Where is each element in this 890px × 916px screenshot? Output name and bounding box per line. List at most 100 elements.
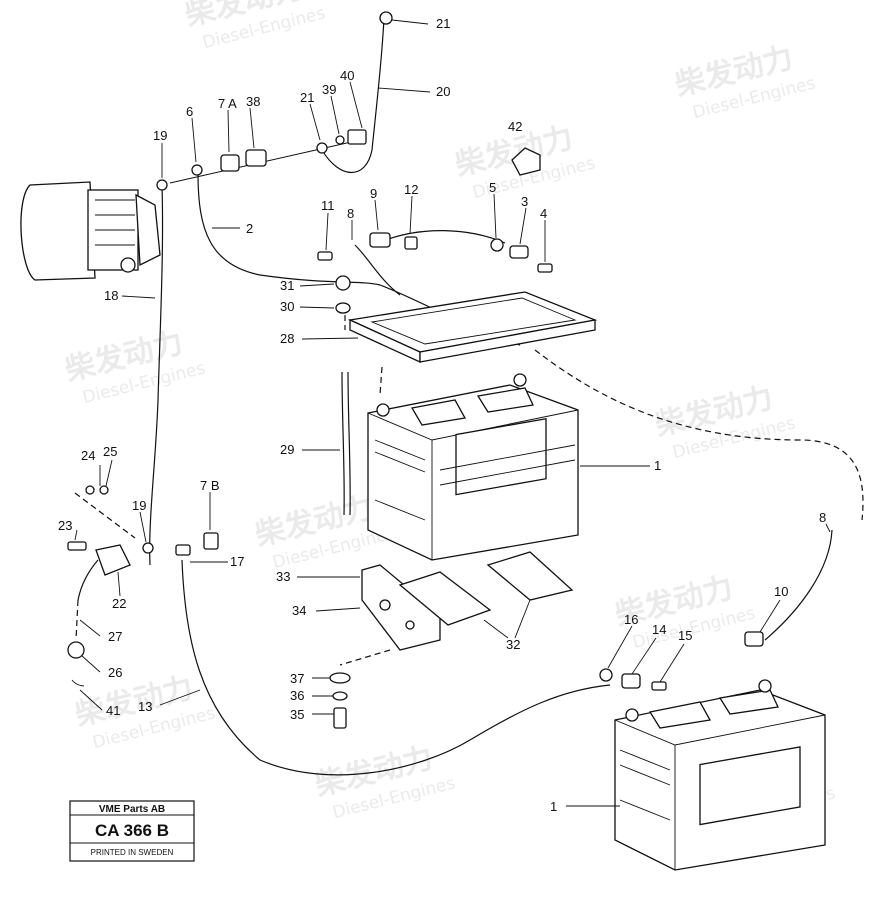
watermark: 柴发动力 Diesel-Engines [62, 325, 208, 408]
callout-1b: 1 [550, 799, 557, 814]
callout-4: 4 [540, 206, 547, 221]
callout-3: 3 [521, 194, 528, 209]
callout-23: 23 [58, 518, 72, 533]
clamp-10 [744, 631, 764, 647]
callout-22: 22 [112, 596, 126, 611]
callout-8: 8 [347, 206, 354, 221]
rod-29 [341, 366, 383, 516]
callout-20: 20 [436, 84, 450, 99]
clip-41 [71, 679, 85, 687]
cable-8 [354, 244, 401, 296]
callout-15: 15 [678, 628, 692, 643]
bolt-4 [537, 263, 553, 273]
callout-29: 29 [280, 442, 294, 457]
print-note: PRINTED IN SWEDEN [91, 848, 174, 857]
nut-25 [99, 485, 109, 495]
callout-21b: 21 [300, 90, 314, 105]
callout-19b: 19 [132, 498, 146, 513]
callout-11: 11 [321, 198, 335, 213]
callout-38: 38 [246, 94, 260, 109]
drawing-code: CA 366 B [95, 821, 169, 840]
callout-8b: 8 [819, 510, 826, 525]
clamp-22 [95, 544, 131, 576]
terminal-assembly-left [67, 485, 219, 687]
washer-5 [490, 238, 504, 252]
cap-42 [511, 147, 541, 176]
callout-7b: 7 B [200, 478, 220, 493]
callout-13: 13 [138, 699, 152, 714]
callout-36: 36 [290, 688, 304, 703]
callout-41: 41 [106, 703, 120, 718]
callout-5: 5 [489, 180, 496, 195]
ring-19 [156, 179, 168, 191]
lug-21 [316, 142, 328, 154]
battery-upper [367, 373, 579, 561]
cable-9-5 [377, 230, 506, 244]
callout-1a: 1 [654, 458, 661, 473]
frame-28 [347, 291, 598, 364]
callout-25: 25 [103, 444, 117, 459]
watermark: 柴发动力 Diesel-Engines [312, 740, 458, 823]
starter-motor [20, 181, 161, 281]
callout-37: 37 [290, 671, 304, 686]
ring-19b [142, 542, 154, 554]
leader-lines [74, 19, 831, 807]
callout-18: 18 [104, 288, 118, 303]
callout-30: 30 [280, 299, 294, 314]
callout-12: 12 [404, 182, 418, 197]
watermark: 柴发动力 Diesel-Engines [652, 380, 798, 463]
terminal-7a [220, 154, 240, 172]
cable-18 [149, 185, 164, 566]
callout-40: 40 [340, 68, 354, 83]
clamp-14 [621, 673, 641, 689]
washer-16 [599, 668, 613, 682]
terminal-parts-lower [599, 631, 764, 691]
callout-2: 2 [246, 221, 253, 236]
callout-24: 24 [81, 448, 95, 463]
bolt-40 [347, 129, 367, 145]
callout-9: 9 [370, 186, 377, 201]
callout-33: 33 [276, 569, 290, 584]
cable-13 [181, 559, 611, 776]
callout-39: 39 [322, 82, 336, 97]
bolt-23 [67, 541, 87, 551]
washer-39 [335, 135, 345, 145]
nut-12 [404, 236, 418, 250]
callout-6: 6 [186, 104, 193, 119]
callout-10: 10 [774, 584, 788, 599]
callout-7a: 7 A [218, 96, 237, 111]
bolt-11 [317, 251, 333, 261]
callout-19: 19 [153, 128, 167, 143]
washer-30 [335, 302, 351, 314]
title-block: VME Parts AB CA 366 B PRINTED IN SWEDEN [69, 800, 195, 862]
callout-34: 34 [292, 603, 306, 618]
clamp-3 [509, 245, 529, 259]
dashed-route [534, 349, 864, 521]
company-label: VME Parts AB [99, 804, 165, 815]
callout-42: 42 [508, 119, 522, 134]
watermark: 柴发动力 Diesel-Engines [182, 0, 328, 53]
callout-16: 16 [624, 612, 638, 627]
cables [149, 17, 864, 776]
callout-21: 21 [436, 16, 450, 31]
bracket-and-pads [339, 551, 574, 666]
cap-26 [67, 641, 85, 659]
watermark: 柴发动力 Diesel-Engines [672, 40, 818, 123]
terminal-7b [203, 532, 219, 550]
washer-24 [85, 485, 95, 495]
callout-14: 14 [652, 622, 666, 637]
bolt-15 [651, 681, 667, 691]
shaft-parts [156, 11, 541, 191]
callout-27: 27 [108, 629, 122, 644]
callout-28: 28 [280, 331, 294, 346]
callout-17: 17 [230, 554, 244, 569]
nut-31 [335, 275, 351, 291]
cable-8-right [764, 529, 833, 641]
terminal-parts [317, 232, 553, 330]
lug-21-top [379, 11, 393, 25]
battery-lower [614, 679, 826, 871]
callout-labels: 21 20 40 39 21 38 7 A 6 19 42 2 18 11 8 … [58, 16, 826, 814]
callout-31: 31 [280, 278, 294, 293]
